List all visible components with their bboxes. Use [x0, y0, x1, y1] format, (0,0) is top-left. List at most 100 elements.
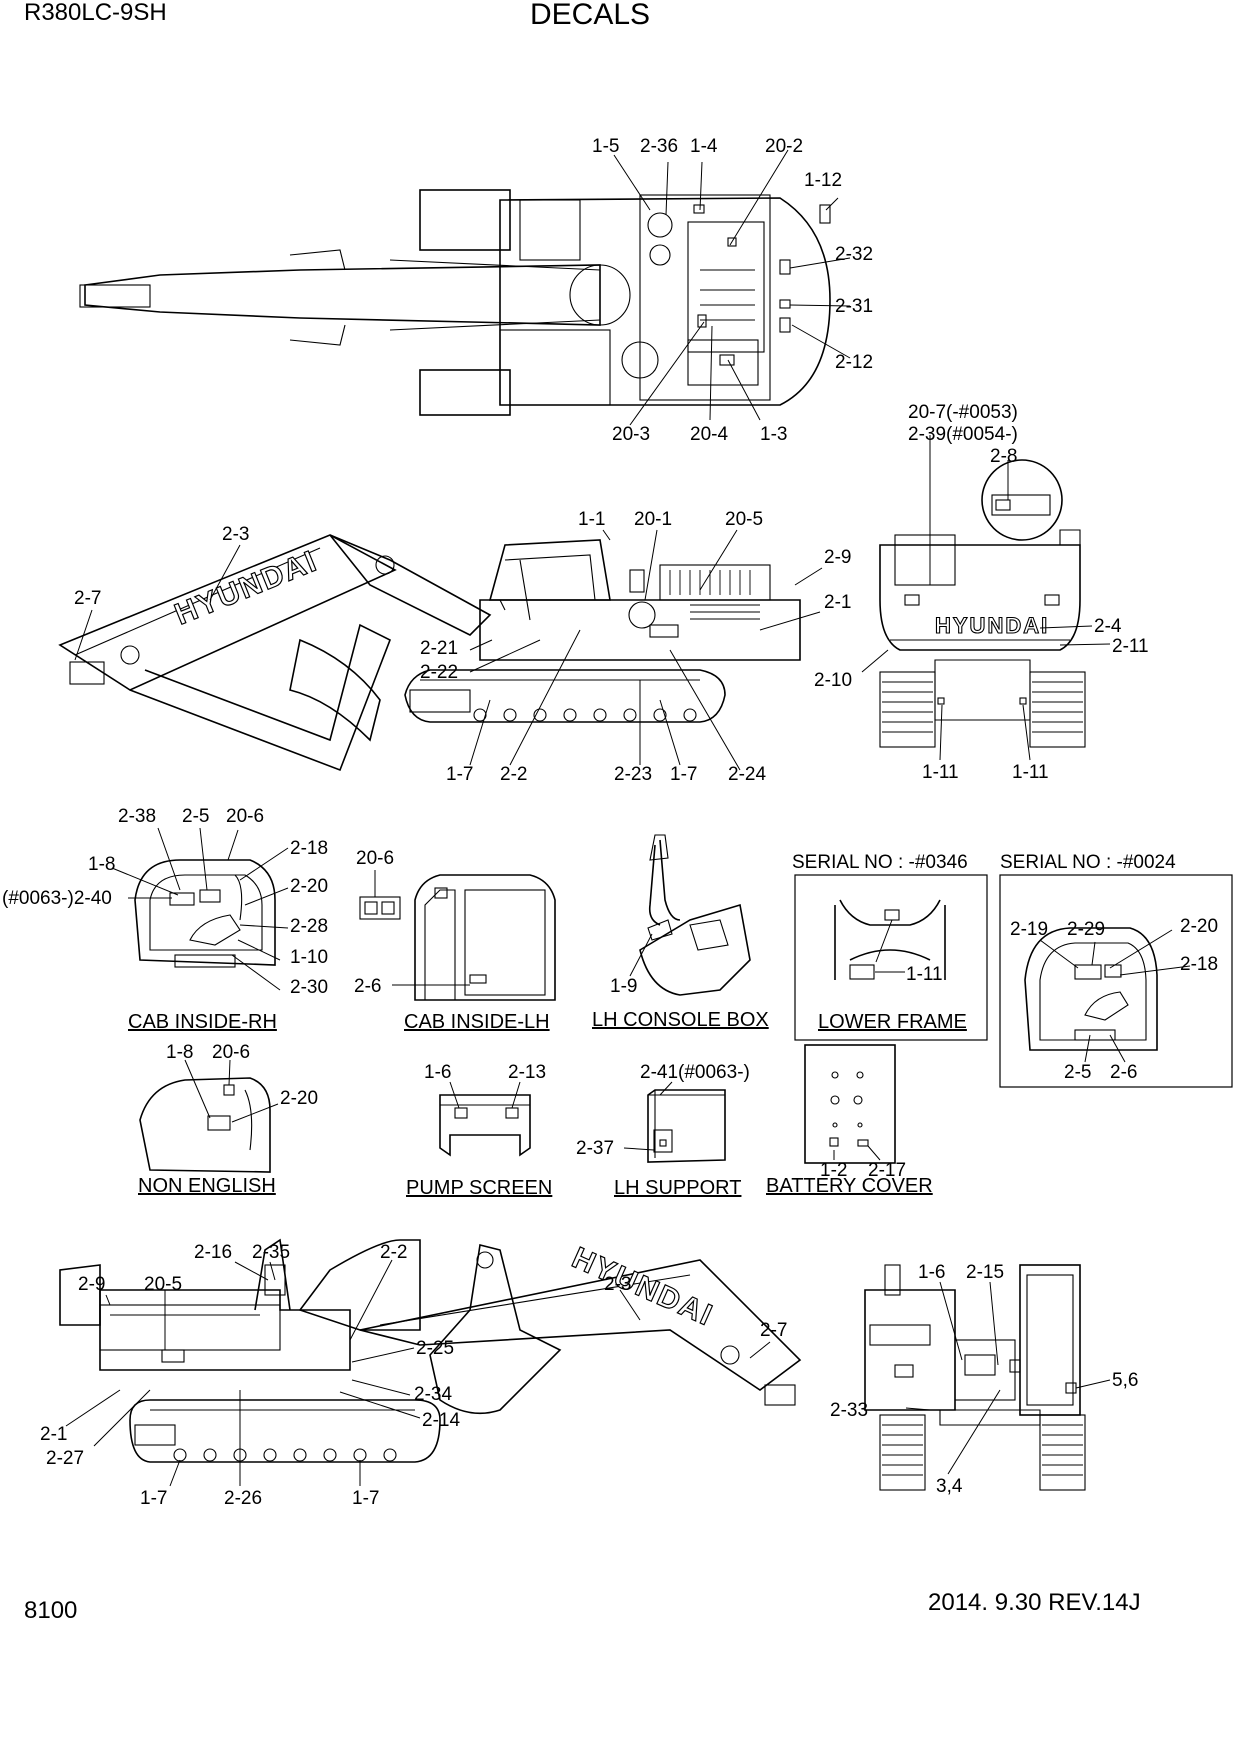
- callout-label: 2-38: [118, 806, 156, 827]
- view-caption: LH SUPPORT: [614, 1177, 741, 1199]
- callout-label: 3,4: [936, 1476, 963, 1497]
- brand-logo: HYUNDAI: [170, 544, 322, 631]
- cab-inside-rh-callouts: 2-38 2-5 20-6 2-18 1-8 2-20 (#0063-)2-40…: [2, 806, 328, 1033]
- callout-label: 2-17: [868, 1160, 906, 1181]
- callout-label: 2-31: [835, 296, 873, 317]
- callout-label: 2-27: [46, 1448, 84, 1469]
- cab-inside-rh-view: [134, 859, 276, 968]
- callout-label: 2-9: [78, 1274, 105, 1295]
- callout-label: 5,6: [1112, 1370, 1138, 1391]
- callout-label: 2-36: [640, 136, 678, 157]
- callout-label: 2-15: [966, 1262, 1004, 1283]
- callout-label: 2-7: [760, 1320, 787, 1341]
- callout-label: 2-35: [252, 1242, 290, 1263]
- view-caption: CAB INSIDE-LH: [404, 1011, 550, 1033]
- lh-console-box-view: [639, 834, 751, 996]
- callout-label: 1-2: [820, 1160, 847, 1181]
- callout-label: 2-7: [74, 588, 101, 609]
- non-english-callouts: 1-8 20-6 2-20 NON ENGLISH: [138, 1042, 318, 1197]
- revision-date: 2014. 9.30 REV.14J: [928, 1589, 1141, 1616]
- callout-label: 2-39(#0054-): [908, 424, 1018, 445]
- brand-logo: HYUNDAI: [567, 1241, 718, 1332]
- callout-label: 2-9: [824, 547, 851, 568]
- callout-label: 2-13: [508, 1062, 546, 1083]
- callout-label: 2-22: [420, 662, 458, 683]
- pump-screen-callouts: 1-6 2-13 PUMP SCREEN: [406, 1062, 552, 1199]
- view-caption: PUMP SCREEN: [406, 1177, 552, 1199]
- lower-frame-view: [794, 874, 988, 1041]
- callout-label: 1-7: [140, 1488, 167, 1509]
- callout-label: 1-5: [592, 136, 619, 157]
- callout-label: 2-18: [1180, 954, 1218, 975]
- brand-logo: HYUNDAI: [935, 613, 1049, 638]
- callout-label: 1-7: [352, 1488, 379, 1509]
- callout-label: 2-11: [1112, 636, 1149, 657]
- callout-label: 1-6: [918, 1262, 945, 1283]
- callout-label: 2-37: [576, 1138, 614, 1159]
- callout-label: 2-24: [728, 764, 766, 785]
- callout-label: 2-3: [604, 1274, 631, 1295]
- pump-screen-view: [439, 1094, 531, 1157]
- callout-label: 1-4: [690, 136, 718, 157]
- callout-label: 2-3: [222, 524, 249, 545]
- view-caption: LH CONSOLE BOX: [592, 1009, 769, 1031]
- cab-inside-lh-callouts: 20-6 2-6 CAB INSIDE-LH: [354, 848, 550, 1033]
- lh-console-box-callouts: 1-9 LH CONSOLE BOX: [592, 933, 769, 1031]
- callout-label: 20-7(-#0053): [908, 402, 1018, 423]
- callout-label: 2-2: [380, 1242, 407, 1263]
- callout-label: 20-5: [725, 509, 763, 530]
- view-caption: LOWER FRAME: [818, 1011, 967, 1033]
- callout-label: 2-1: [824, 592, 851, 613]
- callout-label: 1-11: [922, 762, 959, 783]
- battery-cover-callouts: 1-2 2-17 BATTERY COVER: [766, 1145, 933, 1197]
- callout-label: 1-8: [88, 854, 115, 875]
- rear-view: HYUNDAI: [879, 459, 1086, 748]
- lh-support-callouts: 2-41(#0063-) 2-37 LH SUPPORT: [576, 1062, 750, 1199]
- callout-label: 2-26: [224, 1488, 262, 1509]
- callout-label: 1-9: [610, 976, 637, 997]
- callout-label: 1-7: [446, 764, 473, 785]
- lh-support-view: [647, 1089, 726, 1163]
- callout-label: 2-32: [835, 244, 873, 265]
- callout-label: 2-6: [1110, 1062, 1137, 1083]
- callout-label: 1-6: [424, 1062, 451, 1083]
- callout-label: 1-3: [760, 424, 787, 445]
- right-side-callouts: 2-16 2-35 2-2 2-3 2-9 20-5 2-25 2-7 2-34…: [40, 1242, 787, 1509]
- callout-label: 20-2: [765, 136, 803, 157]
- callout-label: 2-20: [1180, 916, 1218, 937]
- serial-0024-view: [999, 874, 1233, 1088]
- callout-label: 2-20: [290, 876, 328, 897]
- callout-label: 2-33: [830, 1400, 868, 1421]
- top-view: [79, 189, 831, 416]
- callout-label: 2-5: [182, 806, 209, 827]
- left-side-callouts: 2-3 2-7 1-1 20-1 20-5 2-9 2-1 2-21 2-22 …: [74, 509, 851, 785]
- callout-label: 2-41(#0063-): [640, 1062, 750, 1083]
- callout-label: 2-34: [414, 1384, 452, 1405]
- callout-label: 2-18: [290, 838, 328, 859]
- callout-label: 1-11: [1012, 762, 1049, 783]
- callout-label: 2-21: [420, 638, 458, 659]
- callout-label: 1-12: [804, 170, 842, 191]
- callout-label: 1-1: [578, 509, 605, 530]
- callout-label: 2-29: [1067, 919, 1105, 940]
- callout-label: 2-28: [290, 916, 328, 937]
- view-caption: BATTERY COVER: [766, 1175, 933, 1197]
- callout-label: 1-10: [290, 947, 328, 968]
- callout-label: 2-25: [416, 1338, 454, 1359]
- callout-label: 2-16: [194, 1242, 232, 1263]
- callout-label: 2-23: [614, 764, 652, 785]
- top-view-callouts: 1-5 2-36 1-4 20-2 1-12 2-32 2-31 2-12 20…: [592, 136, 873, 445]
- model-number: R380LC-9SH: [24, 0, 167, 26]
- callout-label: 2-1: [40, 1424, 67, 1445]
- callout-label: 20-1: [634, 509, 672, 530]
- page-title: DECALS: [530, 0, 650, 31]
- callout-label: 2-14: [422, 1410, 460, 1431]
- callout-label: 2-12: [835, 352, 873, 373]
- callout-label: 2-8: [990, 446, 1017, 467]
- view-caption: CAB INSIDE-RH: [128, 1011, 277, 1033]
- callout-label: 2-20: [280, 1088, 318, 1109]
- callout-label: 2-6: [354, 976, 381, 997]
- callout-label: 2-5: [1064, 1062, 1091, 1083]
- callout-label: 20-5: [144, 1274, 182, 1295]
